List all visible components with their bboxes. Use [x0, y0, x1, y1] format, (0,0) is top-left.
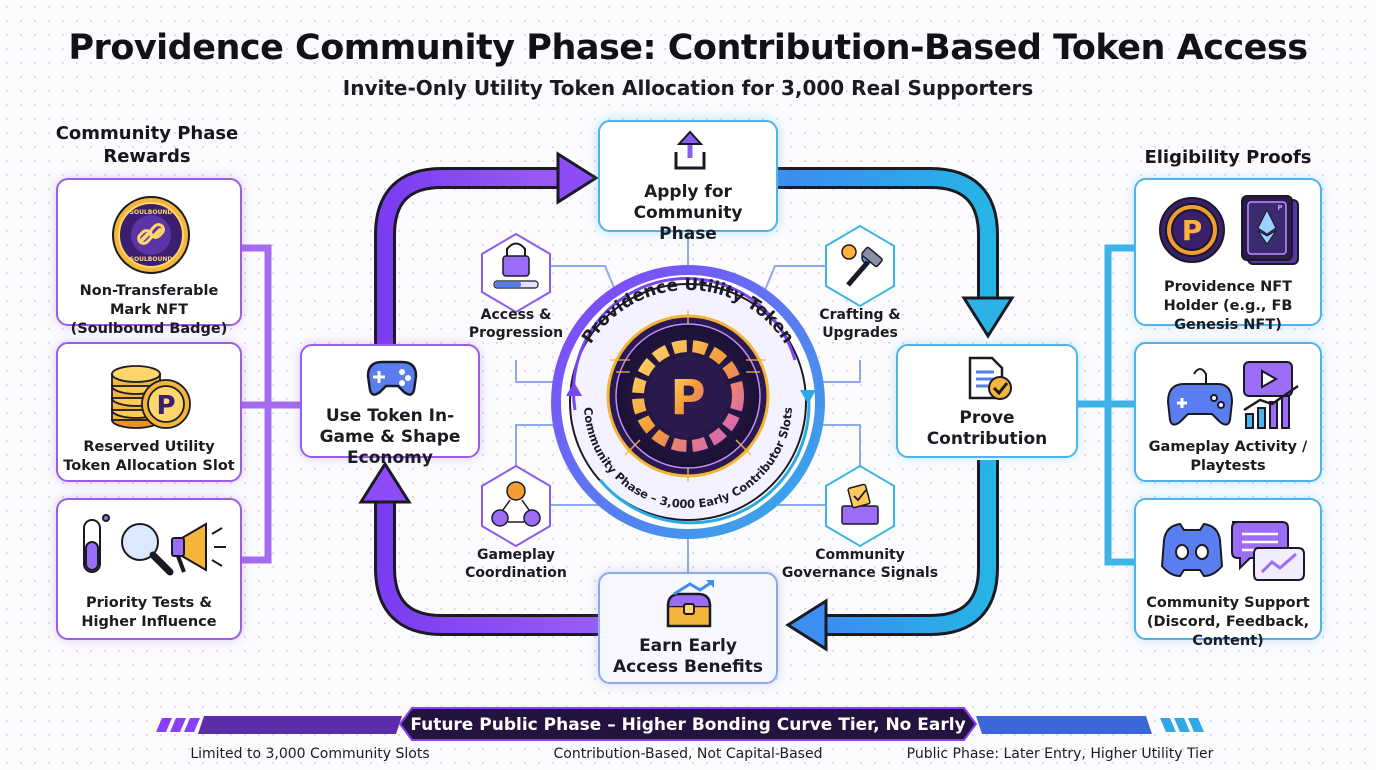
proof-label-gameplay: Gameplay Activity / Playtests: [1148, 439, 1308, 474]
footer-note-slots: Limited to 3,000 Community Slots: [190, 746, 430, 762]
banner-bars: [156, 707, 1204, 741]
reward-label-soulbound: Non-Transferable Mark NFT (Soulbound Bad…: [70, 283, 228, 337]
nft-letter: P: [1182, 214, 1203, 247]
badge-text-bottom: SOULBOUND: [130, 256, 173, 263]
reward-label-priority: Priority Tests & Higher Influence: [81, 595, 217, 630]
reward-label-allocation: Reserved Utility Token Allocation Slot: [63, 439, 235, 474]
badge-text-top: SOULBOUND: [130, 209, 173, 216]
satellite-label-crafting: Crafting & Upgrades: [819, 307, 901, 341]
hex-governance: [825, 464, 895, 548]
reward-card-priority: Priority Tests & Higher Influence: [56, 498, 242, 640]
left-connector: [238, 244, 304, 564]
providence-logo: P: [606, 310, 770, 482]
document-check-icon: [968, 356, 1012, 400]
soulbound-badge-icon: SOULBOUND SOULBOUND: [112, 196, 190, 274]
page-subtitle: Invite-Only Utility Token Allocation for…: [342, 76, 1034, 100]
nft-corner-letter: P: [1277, 204, 1282, 212]
coin-letter: P: [156, 391, 175, 421]
ring-text: Providence Utility Token Community Phase…: [578, 275, 798, 511]
proof-card-gameplay: Gameplay Activity / Playtests: [1134, 342, 1322, 482]
svg-text:Providence Utility Token: Providence Utility Token: [578, 275, 798, 348]
treasure-chest-icon: [666, 580, 714, 628]
public-phase-banner: Future Public Phase – Higher Bonding Cur…: [410, 715, 966, 765]
arrow-prove-to-earn: [785, 460, 999, 652]
satellite-label-governance: Community Governance Signals: [781, 547, 939, 581]
logo-letter: P: [670, 370, 705, 426]
reward-card-allocation: P Reserved Utility Token Allocation Slot: [56, 342, 242, 482]
cycle-card-prove[interactable]: Prove Contribution: [896, 344, 1078, 458]
discord-chat-icon: [1160, 521, 1305, 581]
cycle-label-prove: Prove Contribution: [926, 408, 1048, 449]
left-column-heading: Community Phase Rewards: [55, 123, 239, 167]
satellite-label-coordination: Gameplay Coordination: [465, 547, 567, 581]
proof-card-community: Community Support (Discord, Feedback, Co…: [1134, 498, 1322, 649]
nft-card-icon: P P: [1159, 195, 1299, 265]
test-tube-icon: [83, 514, 226, 576]
footer-note-contribution: Contribution-Based, Not Capital-Based: [553, 746, 823, 762]
svg-text:Community Phase – 3,000 Early: Community Phase – 3,000 Early Contributo…: [581, 406, 795, 511]
hex-crafting: [825, 224, 895, 308]
right-connector: [1074, 244, 1138, 566]
satellite-label-access: Access & Progression: [468, 307, 564, 341]
ring-top-label: Providence Utility Token: [578, 275, 798, 348]
cycle-label-apply: Apply for Community Phase: [633, 182, 743, 244]
arrow-use-to-apply: [374, 151, 599, 344]
cycle-card-apply[interactable]: Apply for Community Phase: [598, 120, 778, 244]
proof-card-nft: P P Providence NFT Holder (e.g., FB Gene…: [1134, 178, 1322, 333]
upload-icon: [674, 130, 706, 170]
ring-bottom-label: Community Phase – 3,000 Early Contributo…: [581, 406, 795, 511]
footer-note-public-phase: Public Phase: Later Entry, Higher Utilit…: [906, 746, 1214, 762]
arrow-earn-to-use: [358, 461, 598, 636]
page-title: Providence Community Phase: Contribution…: [68, 28, 1308, 68]
hex-access: [481, 232, 551, 314]
coin-stack-icon: P: [111, 365, 191, 429]
cycle-label-earn: Earn Early Access Benefits: [613, 636, 763, 677]
cycle-card-earn[interactable]: Earn Early Access Benefits: [598, 572, 778, 684]
gamepad-icon: [366, 360, 418, 396]
reward-card-soulbound: SOULBOUND SOULBOUND Non-Transferable Mar…: [56, 178, 242, 337]
cycle-card-use[interactable]: Use Token In-Game & Shape Economy: [300, 344, 480, 468]
center-connectors: [515, 232, 861, 572]
right-column-heading: Eligibility Proofs: [1144, 147, 1312, 168]
proof-label-community: Community Support (Discord, Feedback, Co…: [1146, 595, 1310, 649]
gamepad-video-icon: [1166, 361, 1299, 429]
arrow-apply-to-prove: [778, 167, 1015, 339]
cycle-label-use: Use Token In-Game & Shape Economy: [319, 406, 461, 468]
hex-coordination: [481, 464, 551, 548]
proof-label-nft: Providence NFT Holder (e.g., FB Genesis …: [1163, 279, 1293, 333]
